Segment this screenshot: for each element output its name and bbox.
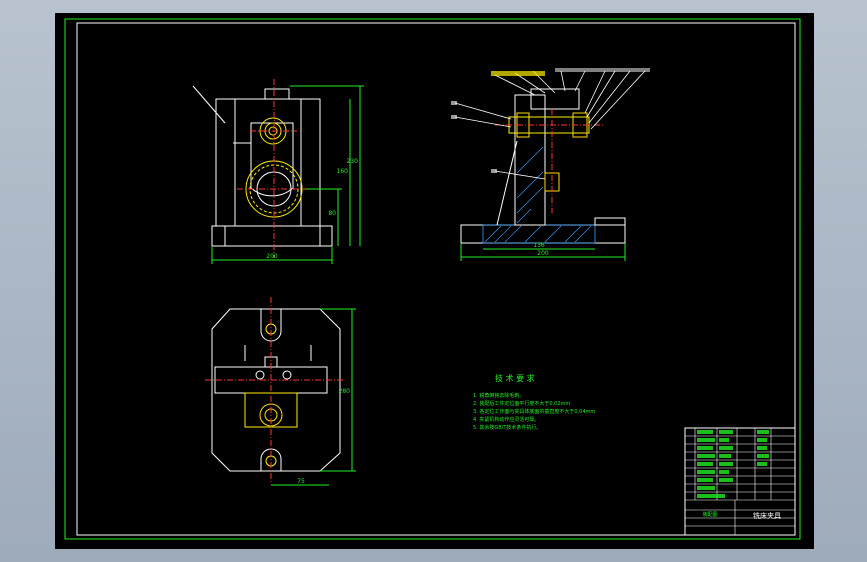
drawing-canvas[interactable]: 200 230 160 80 (55, 13, 814, 549)
side-upright (514, 94, 546, 226)
sub-label: 装配图 (702, 511, 717, 518)
top-view: 75 280 (205, 297, 356, 486)
note-item-1: 1. 锐角倒钝去除毛刺。 (473, 392, 524, 399)
note-item-3: 3. 各定位工作面与夹具体底面的垂直度不大于0.04mm (473, 408, 595, 415)
front-view: 200 230 160 80 (192, 79, 364, 264)
cad-drawing: 200 230 160 80 (64, 18, 801, 540)
dim-front-h1: 230 (347, 158, 359, 165)
drawing-name: 铣床夹具 (753, 511, 781, 520)
side-base-hatch (484, 225, 592, 243)
inner-frame (76, 22, 796, 536)
dim-side-w2: 200 (537, 250, 549, 257)
side-leader-labels (451, 68, 650, 173)
parts-list (685, 428, 795, 535)
note-item-2: 2. 装配后工件定位面平行度不大于0.02mm (473, 400, 570, 407)
parts-list-text (697, 430, 769, 498)
dim-top-w: 75 (297, 478, 305, 485)
front-body (215, 98, 321, 227)
technical-notes: 技 术 要 求 1. 锐角倒钝去除毛刺。 2. 装配后工件定位面平行度不大于0.… (473, 373, 595, 431)
side-base (460, 224, 626, 244)
side-upright-hatch (516, 146, 544, 224)
side-view: 136 200 (451, 68, 650, 261)
notes-title: 技 术 要 求 (495, 373, 535, 383)
side-leaders (454, 70, 646, 180)
note-item-4: 4. 夹紧机构动作应灵活可靠。 (473, 416, 539, 423)
title-block: 装配图 铣床夹具 (684, 427, 796, 536)
dim-front-h3: 80 (328, 210, 336, 217)
dim-top-h: 280 (339, 388, 351, 395)
top-body (211, 308, 341, 472)
dim-front-width: 200 (266, 253, 278, 260)
front-base (211, 225, 333, 247)
note-item-5: 5. 其余按GB/T技术条件执行。 (473, 424, 541, 431)
dim-side-w1: 136 (533, 242, 545, 249)
outer-frame (64, 18, 801, 540)
dim-front-h2: 160 (337, 168, 349, 175)
